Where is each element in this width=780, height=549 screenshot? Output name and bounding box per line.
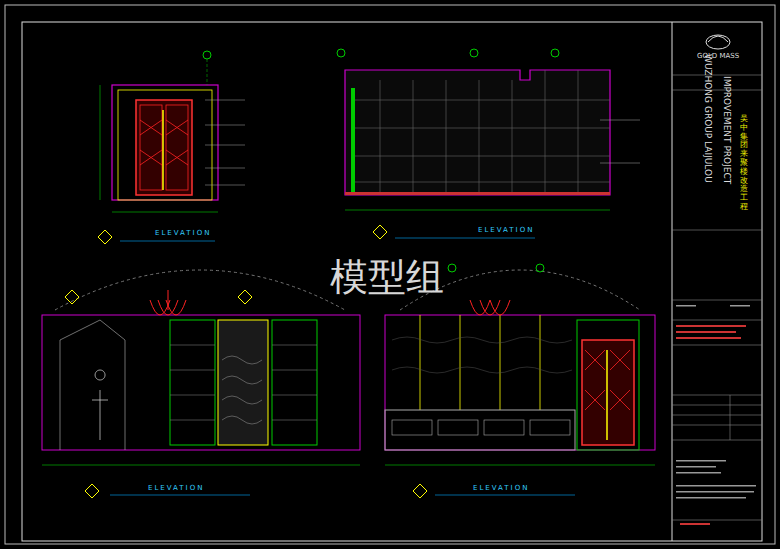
title-block-smalltext — [676, 305, 756, 499]
tiled-wall-elevation — [337, 49, 640, 239]
project-title-en: IMPROVEMENT PROJECT — [722, 76, 732, 184]
elevation-title: ELEVATION — [478, 226, 534, 234]
door-elevation — [98, 51, 245, 244]
title-block-border — [672, 22, 673, 541]
elevation-title: ELEVATION — [473, 484, 529, 492]
cabinet-elevation — [42, 270, 360, 498]
watermark: 模型组 — [330, 252, 444, 303]
elevation-title: ELEVATION — [148, 484, 204, 492]
logo — [706, 35, 730, 49]
title-block-redtext — [676, 325, 746, 525]
project-title-cn: 吴中集团来聚楼改造工程 — [740, 115, 748, 212]
project-title-en: WUZHONG GROUP LAIJULOU — [703, 54, 713, 183]
title-block-rows — [672, 75, 762, 520]
elevation-title: ELEVATION — [155, 229, 211, 237]
door-wall-elevation — [385, 264, 655, 498]
outer-frame — [5, 5, 775, 544]
inner-frame — [22, 22, 762, 541]
